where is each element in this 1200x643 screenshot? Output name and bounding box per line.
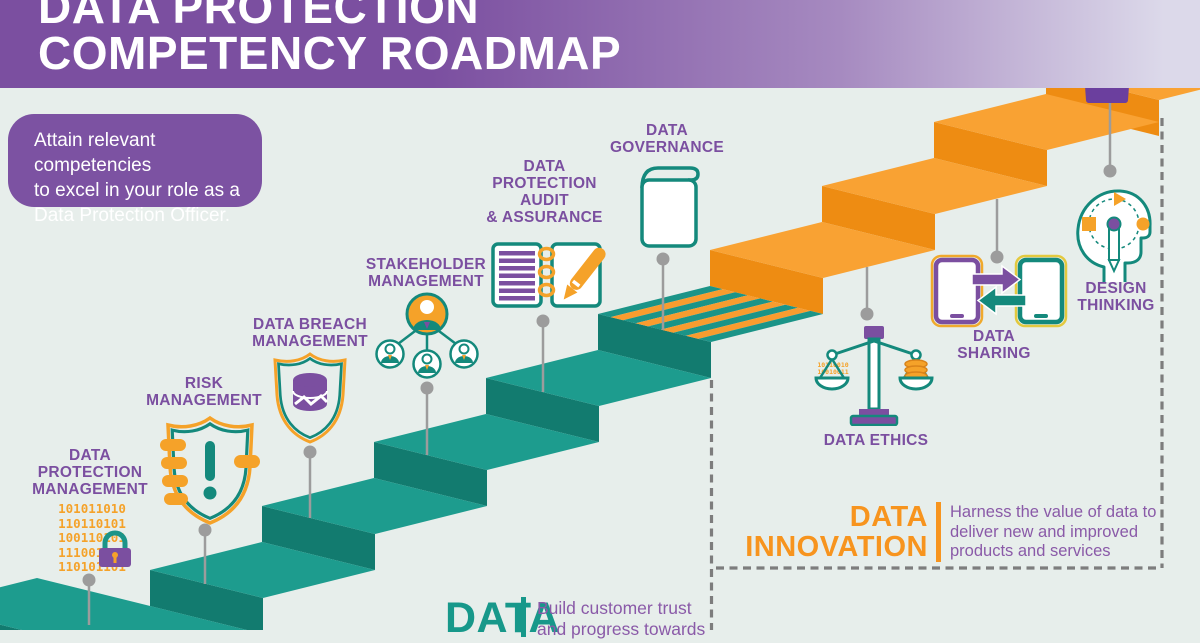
stair-step-7: [710, 222, 935, 314]
stair-step-6-transition: [598, 286, 823, 378]
org-chart-icon: [375, 292, 479, 379]
stair-step-4: [374, 414, 599, 506]
balance-scale-icon: [814, 326, 934, 426]
label-audit-assurance: DATA PROTECTION AUDIT & ASSURANCE: [486, 158, 603, 226]
label-data-ethics: DATA ETHICS: [823, 432, 929, 449]
label-data-sharing: DATA SHARING: [957, 328, 1031, 362]
pen-icon: [563, 247, 606, 300]
arrow-right-icon: [971, 264, 1022, 295]
stair-step-1: [0, 578, 247, 630]
data-breach-shield-icon: [273, 352, 347, 444]
governance-book-icon: [640, 166, 700, 248]
pin-data-breach-management: [303, 445, 317, 518]
risk-shield-icon: [160, 415, 260, 525]
label-design-thinking: DESIGN THINKING: [1077, 280, 1155, 314]
innovation-description: Harness the value of data to deliver new…: [950, 503, 1157, 560]
label-data-breach-management: DATA BREACH MANAGEMENT: [252, 316, 368, 350]
staircase: [0, 0, 1200, 630]
innovation-zone-border: [709, 118, 1164, 630]
header-banner: DATA PROTECTION COMPETENCY ROADMAP: [0, 0, 1200, 88]
transition-stripes: [598, 286, 823, 342]
pin-audit-assurance: [536, 314, 550, 392]
innovation-divider: [936, 502, 941, 562]
label-stakeholder-management: STAKEHOLDER MANAGEMENT: [365, 256, 487, 290]
label-risk-management: RISK MANAGEMENT: [146, 375, 262, 409]
pin-data-sharing: [990, 199, 1004, 264]
intro-callout: Attain relevant competencies to excel in…: [8, 114, 262, 226]
data-sharing-phones-icon: [930, 254, 1068, 328]
pin-data-protection-management: [82, 573, 96, 625]
label-data-protection-management: DATA PROTECTION MANAGEMENT: [32, 447, 148, 498]
connector-pins: [82, 88, 1117, 625]
design-thinking-head-icon: [1076, 189, 1152, 282]
audit-binder-icon: [491, 242, 606, 308]
footer-divider: [521, 597, 526, 637]
stair-step-3: [262, 478, 487, 570]
padlock-icon: [99, 530, 131, 567]
pin-data-ethics: [860, 267, 874, 321]
innovation-heading: DATA INNOVATION: [745, 501, 928, 563]
pin-stakeholder-management: [420, 381, 434, 455]
pin-data-governance: [656, 252, 670, 330]
footer-description: Build customer trust and progress toward…: [537, 598, 706, 639]
stair-step-8: [822, 158, 1047, 250]
stair-step-9: [934, 94, 1159, 186]
page-title: DATA PROTECTION COMPETENCY ROADMAP: [38, 0, 622, 79]
arrow-left-icon: [976, 285, 1027, 316]
label-data-governance: DATA GOVERNANCE: [609, 122, 725, 156]
scale-binary-text: 10110010 10010011: [817, 361, 849, 376]
pin-risk-management: [198, 523, 212, 584]
